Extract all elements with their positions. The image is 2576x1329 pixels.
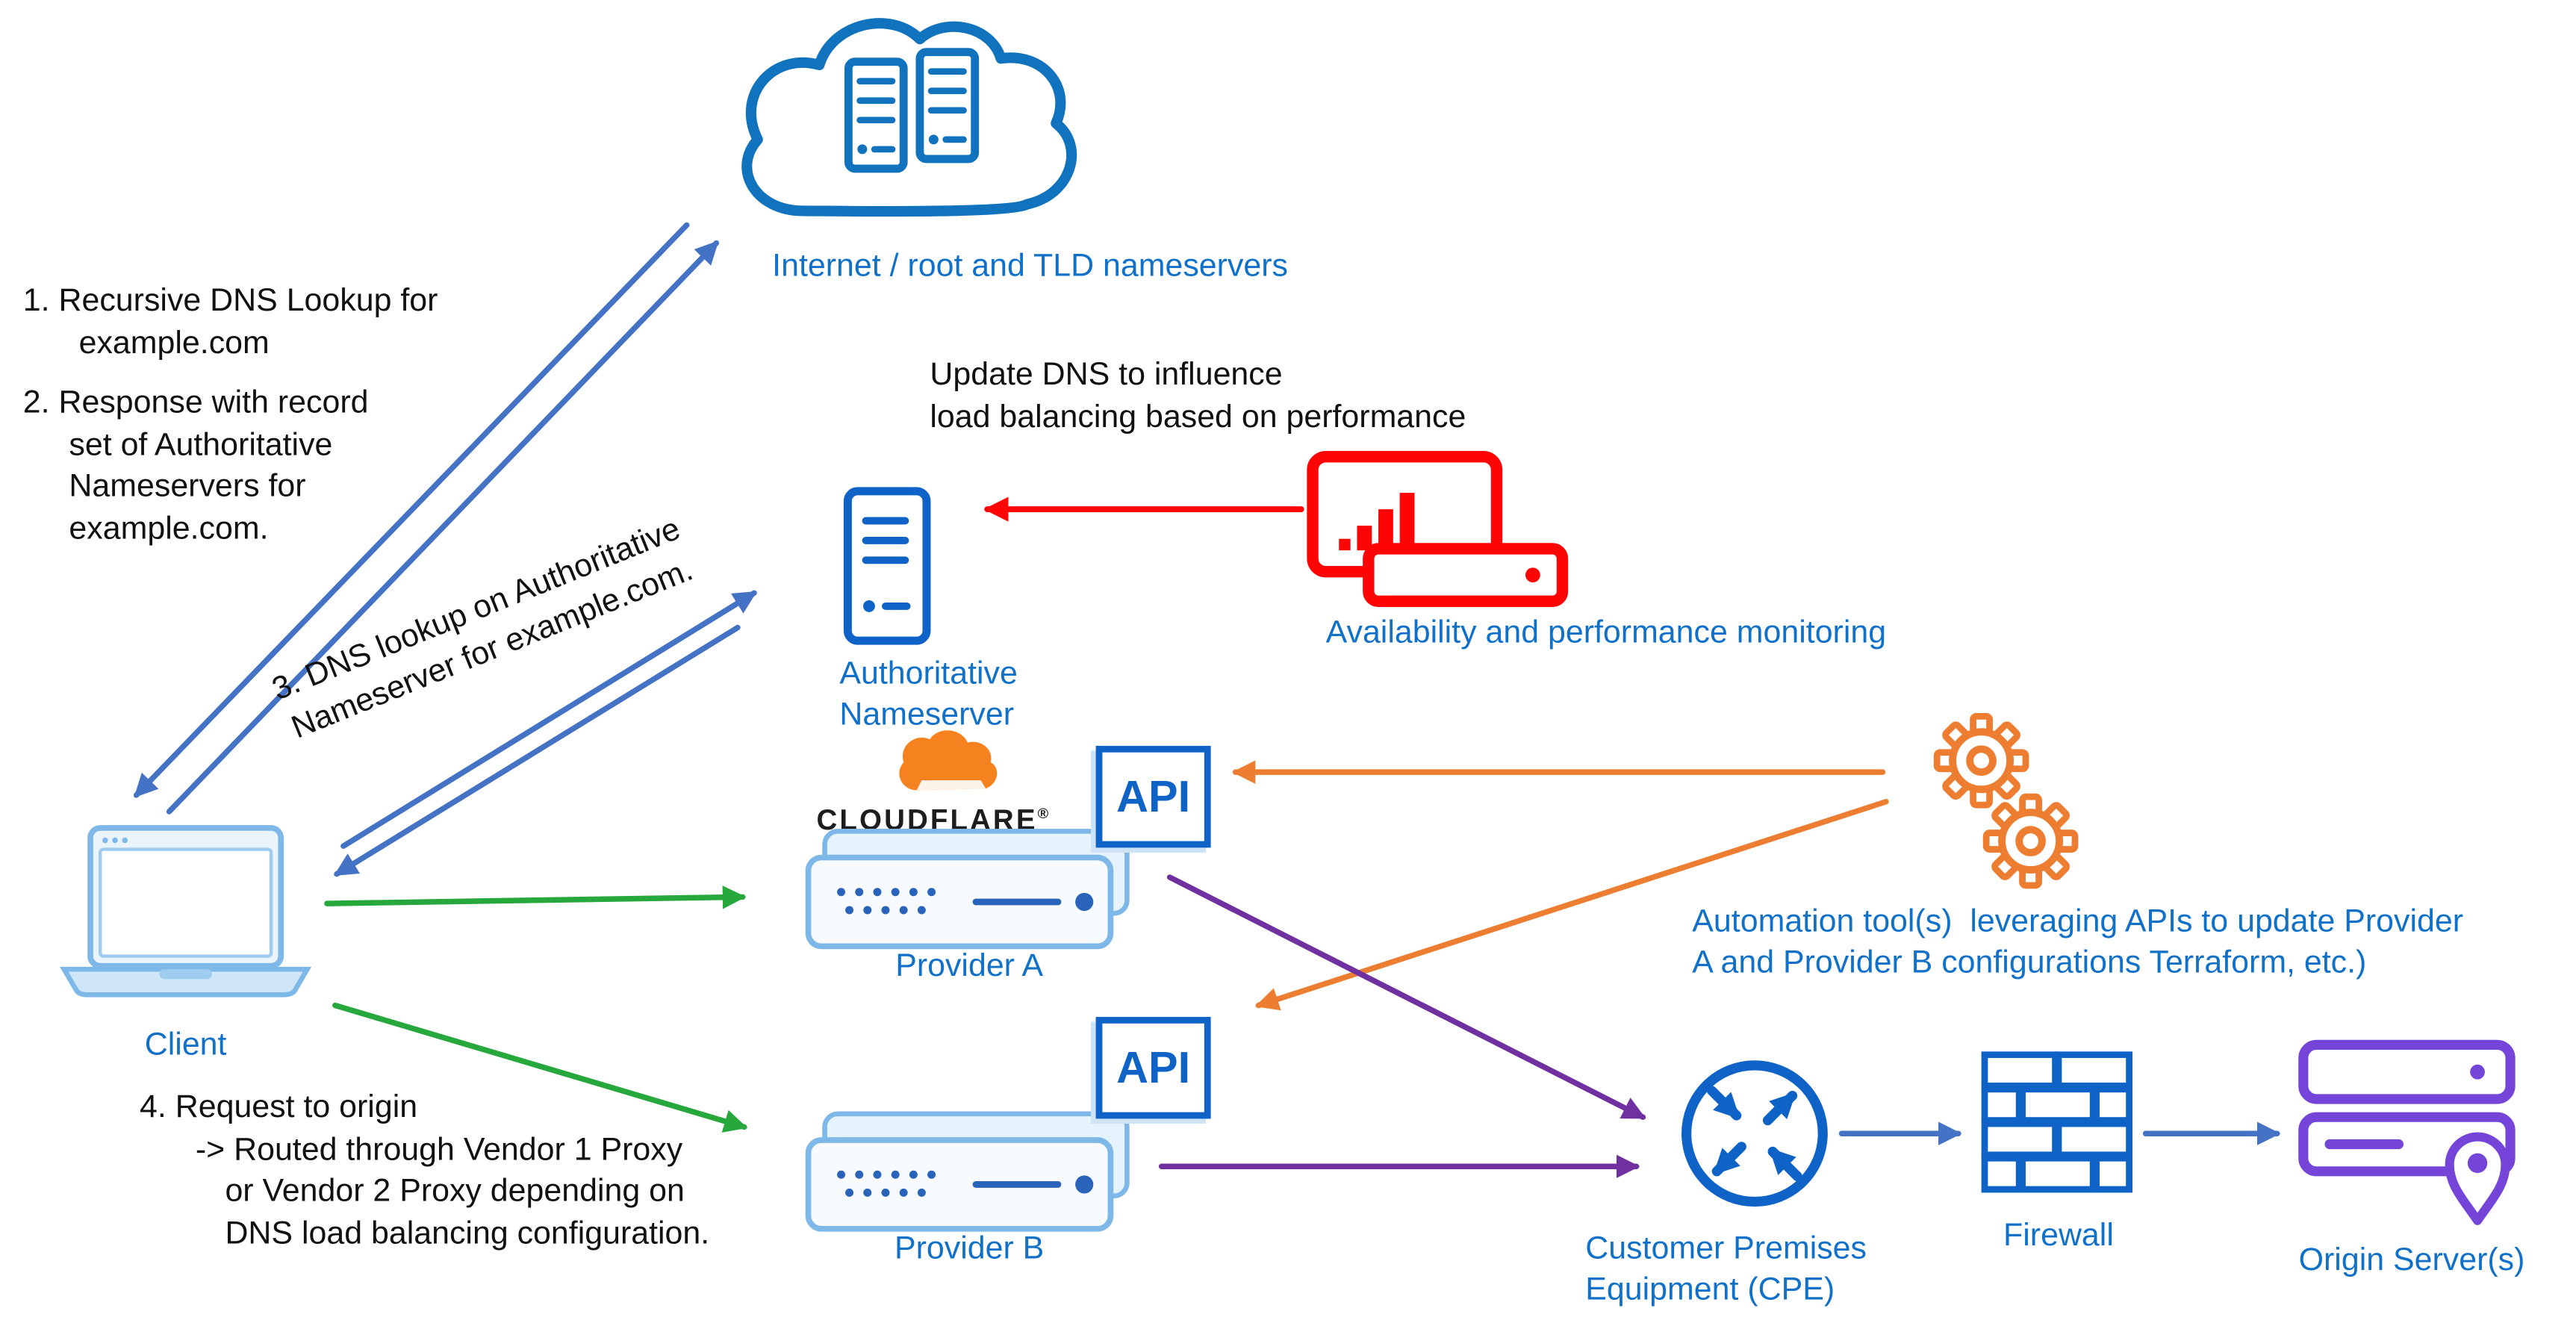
step2-line2: set of Authoritative — [69, 426, 333, 463]
cpe-label-line1: Customer Premises — [1585, 1230, 1867, 1267]
appliance-icon-provider-a — [805, 829, 1130, 950]
arrow-root-to-client — [133, 222, 690, 798]
cloudflare-cloud-icon — [899, 730, 998, 791]
arrow-client-to-provider-a — [324, 886, 747, 909]
cloudflare-logo: CLOUDFLARE® — [817, 729, 1048, 838]
step2-line4: example.com. — [69, 510, 269, 547]
firewall-icon — [1981, 1051, 2132, 1193]
provider-a-label: Provider A — [895, 947, 1044, 984]
automation-line2: A and Provider B configurations Terrafor… — [1692, 944, 2367, 981]
update-dns-line1: Update DNS to influence — [930, 356, 1283, 393]
step2-line3: Nameservers for — [69, 468, 306, 505]
api-box-provider-b: API — [1095, 1016, 1211, 1119]
authns-label: Authoritative Nameserver — [839, 654, 1018, 736]
automation-line1: Automation tool(s) leveraging APIs to up… — [1692, 903, 2464, 940]
arrow-client-to-provider-b — [332, 1002, 748, 1133]
server-tower-icon — [843, 487, 931, 645]
step4-line2: -> Routed through Vendor 1 Proxy — [195, 1130, 683, 1168]
cpe-icon — [1681, 1060, 1828, 1207]
appliance-icon-provider-b — [805, 1111, 1130, 1232]
step1-line1: 1. Recursive DNS Lookup for — [22, 282, 438, 319]
origin-label: Origin Server(s) — [2298, 1242, 2525, 1278]
laptop-icon — [60, 825, 312, 997]
monitoring-label: Availability and performance monitoring — [1325, 614, 1887, 651]
note-steps-1-2: 1. Recursive DNS Lookup for example.com … — [23, 281, 438, 550]
arrow-provider-a-to-cpe — [1166, 874, 1646, 1120]
firewall-label: Firewall — [2003, 1217, 2114, 1254]
step4-line4: DNS load balancing configuration. — [225, 1215, 710, 1251]
client-label: Client — [144, 1027, 227, 1063]
step2-line1: 2. Response with record — [22, 384, 369, 421]
internet-label: Internet / root and TLD nameservers — [772, 248, 1289, 284]
cloud-icon — [741, 18, 1077, 217]
step4-line3: or Vendor 2 Proxy depending on — [225, 1173, 685, 1210]
automation-text: Automation tool(s) leveraging APIs to up… — [1692, 902, 2576, 984]
monitoring-icon — [1307, 450, 1569, 608]
cpe-label-line2: Equipment (CPE) — [1585, 1272, 1835, 1308]
api-box-provider-a: API — [1095, 745, 1211, 848]
note-step-4: 4. Request to origin -> Routed through V… — [140, 1088, 709, 1255]
update-dns-text: Update DNS to influence load balancing b… — [930, 355, 1466, 438]
api-label-b: API — [1116, 1042, 1191, 1092]
step4-line1: 4. Request to origin — [140, 1089, 418, 1126]
provider-b-label: Provider B — [894, 1230, 1045, 1267]
update-dns-line2: load balancing based on performance — [930, 398, 1466, 435]
step1-line2: example.com — [78, 324, 270, 361]
arrow-client-to-root — [166, 240, 720, 815]
authns-label-line2: Nameserver — [839, 696, 1015, 733]
api-label-a: API — [1116, 771, 1191, 821]
arrow-authns-to-client — [334, 624, 741, 877]
origin-icon — [2298, 1039, 2516, 1225]
gears-icon — [1933, 712, 2079, 889]
arrow-client-to-authns — [340, 590, 757, 849]
authns-label-line1: Authoritative — [839, 655, 1018, 692]
arrow-automation-to-api-b — [1254, 799, 1889, 1011]
registered-mark: ® — [1037, 805, 1051, 822]
cpe-label: Customer Premises Equipment (CPE) — [1585, 1229, 1867, 1311]
